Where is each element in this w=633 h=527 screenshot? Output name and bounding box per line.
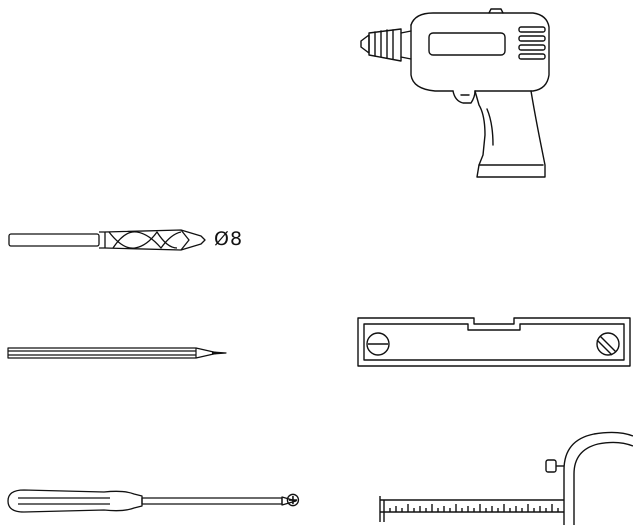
spirit-level [354, 314, 633, 370]
tape-measure-icon [379, 431, 633, 525]
spirit-level-icon [357, 317, 631, 367]
pencil-icon [7, 347, 227, 359]
drill-bit-icon [8, 229, 206, 251]
drill-bit-size-label: Ø8 [214, 228, 244, 250]
drill-bit [5, 222, 215, 258]
phillips-tip-symbol: ⊕ [285, 489, 301, 511]
pencil [6, 342, 232, 364]
phillips-screwdriver-icon [7, 489, 297, 513]
tape-measure [378, 430, 633, 527]
power-drill-icon [360, 8, 550, 178]
power-drill [355, 5, 555, 185]
screwdriver [4, 484, 304, 518]
